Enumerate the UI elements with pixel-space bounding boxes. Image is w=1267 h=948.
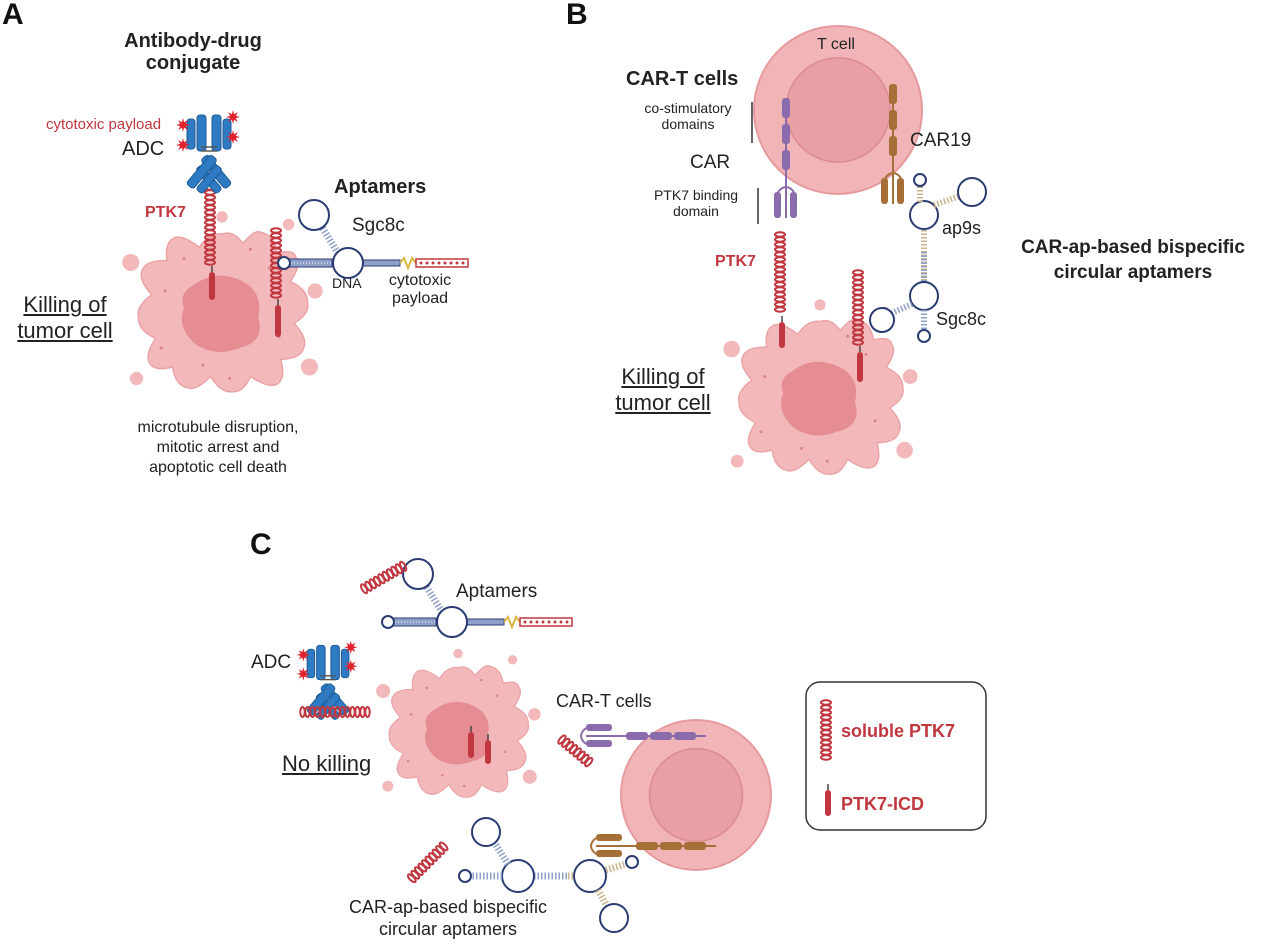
car-purple-c (580, 724, 706, 747)
ptk7-coil-b2 (852, 269, 864, 346)
legend-soluble-icon (820, 699, 832, 761)
panel-a-label: A (2, 0, 24, 31)
cart-title-b: CAR-T cells (626, 68, 739, 90)
soluble-ptk7-c3 (557, 734, 594, 768)
car-purple-b (774, 98, 797, 218)
legend-soluble-label: soluble PTK7 (841, 721, 956, 741)
soluble-ptk7-c4 (406, 841, 449, 884)
legend-icd-icon (825, 784, 831, 816)
aptamer-a (277, 199, 469, 279)
panel-b-label: B (566, 0, 588, 31)
cytotoxic-payload-label: cytotoxic payload (46, 116, 162, 133)
ptk7-icd-c2 (485, 734, 491, 764)
killing-label-a: Killing of tumor cell (17, 292, 113, 343)
ptk7-coil-a1 (204, 184, 216, 266)
bispecific-label-c: CAR-ap-based bispecific circular aptamer… (348, 897, 548, 939)
ptk7-coil-b1 (774, 231, 786, 313)
tcell-c (620, 719, 772, 871)
mechanism-text: microtubule disruption, mitotic arrest a… (137, 419, 299, 476)
tumor-cell-c (376, 648, 541, 798)
ap9s-label: ap9s (942, 218, 982, 238)
adc-label-c: ADC (251, 652, 292, 673)
tcell-b (753, 25, 923, 195)
ptk7-label-a: PTK7 (145, 204, 186, 221)
cytotoxic-payload-label-2: cytotoxic payload (388, 272, 452, 307)
bispecific-title-b: CAR-ap-based bispecific circular aptamer… (1021, 237, 1245, 283)
aptamers-label-c: Aptamers (456, 581, 538, 602)
tumor-cell-a (122, 211, 323, 393)
legend-icd-label: PTK7-ICD (841, 794, 925, 814)
adc-antibody-a (176, 110, 240, 194)
ptk7-icd-a2 (275, 299, 281, 337)
bispecific-aptamer-c (458, 817, 639, 933)
ptk7-icd-a1 (209, 266, 215, 300)
adc-label: ADC (122, 138, 165, 160)
car19-c (590, 834, 716, 857)
aptamer-c (381, 558, 573, 638)
no-killing-label: No killing (282, 751, 372, 776)
ptk7-icd-c1 (468, 726, 474, 758)
soluble-ptk7-c2 (299, 706, 371, 718)
car19-b (881, 84, 904, 204)
dna-label: DNA (332, 275, 362, 291)
sgc8c-label-b: Sgc8c (936, 309, 987, 329)
car19-label: CAR19 (910, 130, 972, 151)
ptk7-label-b: PTK7 (715, 253, 756, 270)
aptamers-title-a: Aptamers (334, 176, 427, 198)
cart-label-c: CAR-T cells (556, 691, 652, 711)
binding-domain-label: PTK7 binding domain (653, 187, 739, 219)
killing-label-b: Killing of tumor cell (615, 364, 711, 415)
bispecific-aptamer-b (869, 173, 987, 343)
ptk7-icd-b2 (857, 346, 863, 382)
soluble-ptk7-c1 (360, 560, 408, 595)
legend-box (805, 681, 987, 831)
tcell-label: T cell (817, 36, 855, 53)
ptk7-icd-b1 (779, 316, 785, 348)
adc-title: Antibody-drug conjugate (124, 30, 262, 75)
sgc8c-label-a: Sgc8c (352, 215, 405, 236)
car-label: CAR (690, 152, 731, 173)
costim-label: co-stimulatory domains (644, 100, 732, 132)
panel-c-label: C (250, 528, 272, 561)
